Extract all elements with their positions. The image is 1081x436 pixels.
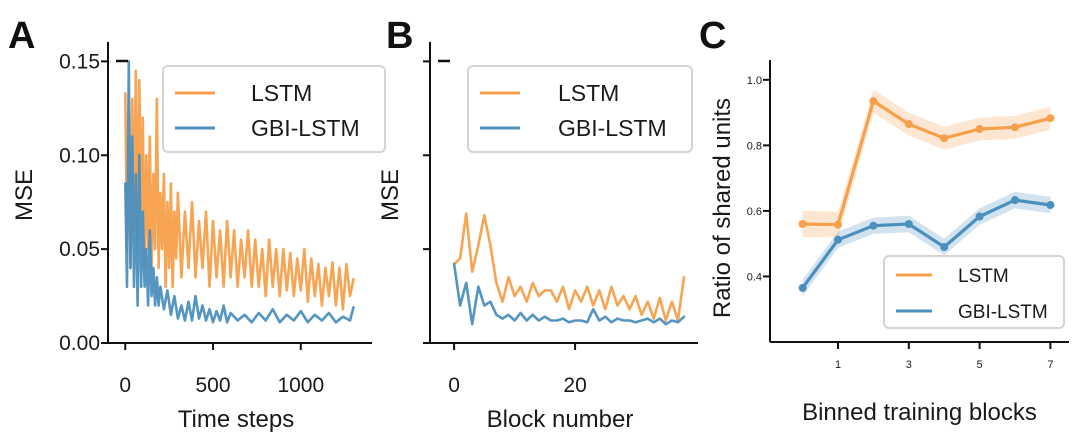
panel-a-x-tick-label: 1000 bbox=[277, 374, 324, 397]
panel-letter-b: B bbox=[386, 15, 413, 57]
panel-c-series-1-point bbox=[940, 134, 949, 143]
panel-c-series-1-point bbox=[1046, 114, 1055, 123]
panel-b-legend-box bbox=[467, 65, 693, 153]
panel-b-legend-label-1: LSTM bbox=[558, 80, 619, 106]
panel-c-y-axis-title: Ratio of shared units bbox=[709, 98, 736, 318]
panel-a-series-line-2 bbox=[124, 60, 355, 324]
panel-c-series-1-point bbox=[869, 97, 878, 106]
panel-c-series-2-point bbox=[1046, 201, 1055, 209]
panel-a-x-axis-title: Time steps bbox=[178, 406, 294, 433]
panel-letter-a: A bbox=[8, 15, 35, 57]
panel-a-legend-label-2: GBI-LSTM bbox=[251, 115, 360, 141]
panel-a-legend-label-1: LSTM bbox=[251, 80, 312, 106]
panel-c-series-2-point bbox=[798, 283, 807, 292]
panel-c-y-tick-label: 1.0 bbox=[747, 75, 762, 87]
panel-c-series-line-1 bbox=[800, 99, 1053, 227]
panel-c-series-2-point bbox=[904, 220, 913, 228]
panel-a-y-tick-label: 0.00 bbox=[59, 332, 100, 355]
panel-b-legend-label-2: GBI-LSTM bbox=[558, 115, 667, 141]
panel-c-legend-label-1: LSTM bbox=[958, 266, 1009, 287]
panel-c-series-1-point bbox=[904, 120, 913, 129]
panel-c-series-1-point bbox=[975, 125, 984, 133]
panel-c-series-2-point bbox=[1011, 196, 1019, 205]
panel-a-x-tick-label: 500 bbox=[196, 374, 231, 397]
panel-a-y-tick-label: 0.10 bbox=[59, 144, 100, 167]
panel-b-y-axis-title: MSE bbox=[377, 169, 404, 221]
panel-letter-c: C bbox=[699, 15, 726, 57]
panel-c-y-tick-label: 0.4 bbox=[747, 271, 762, 283]
panel-c-x-axis-title: Binned training blocks bbox=[802, 399, 1037, 426]
panel-c-series-1-point bbox=[834, 220, 842, 229]
panel-a-legend-box bbox=[162, 65, 386, 153]
panel-c-series-1-point bbox=[1011, 123, 1019, 132]
panel-c-series-1-point bbox=[798, 220, 807, 228]
panel-c-x-tick-label: 7 bbox=[1047, 359, 1053, 371]
panel-c-x-tick-label: 5 bbox=[977, 359, 983, 371]
panel-c-y-tick-label: 0.6 bbox=[747, 206, 762, 218]
panel-a-y-tick-label: 0.15 bbox=[59, 50, 100, 73]
panel-c-series-2-point bbox=[869, 221, 878, 230]
panel-b-series-line-1 bbox=[452, 212, 686, 322]
panel-a-x-tick-label: 0 bbox=[119, 374, 131, 397]
panel-a-y-tick-label: 0.05 bbox=[59, 238, 100, 261]
panel-b-x-tick-label: 0 bbox=[448, 374, 460, 397]
panel-c-series-2-point bbox=[975, 212, 984, 221]
panel-b-series-line-2 bbox=[452, 262, 686, 326]
panel-c-series-2-point bbox=[834, 235, 842, 244]
panel-c-ci-band-2 bbox=[802, 191, 1051, 297]
panel-a-y-axis-title: MSE bbox=[11, 169, 38, 221]
panel-c-series-2-point bbox=[940, 243, 949, 251]
panel-a-series-line-1 bbox=[124, 69, 355, 311]
panel-c-y-tick-label: 0.8 bbox=[747, 140, 762, 152]
panel-b-x-axis-title: Block number bbox=[487, 406, 634, 433]
panel-c-x-tick-label: 3 bbox=[906, 359, 912, 371]
panel-c-series-line-2 bbox=[800, 198, 1053, 290]
panel-c-legend-label-2: GBI-LSTM bbox=[958, 302, 1048, 323]
panel-b-x-tick-label: 20 bbox=[563, 374, 586, 397]
panel-c-x-tick-label: 1 bbox=[835, 359, 841, 371]
